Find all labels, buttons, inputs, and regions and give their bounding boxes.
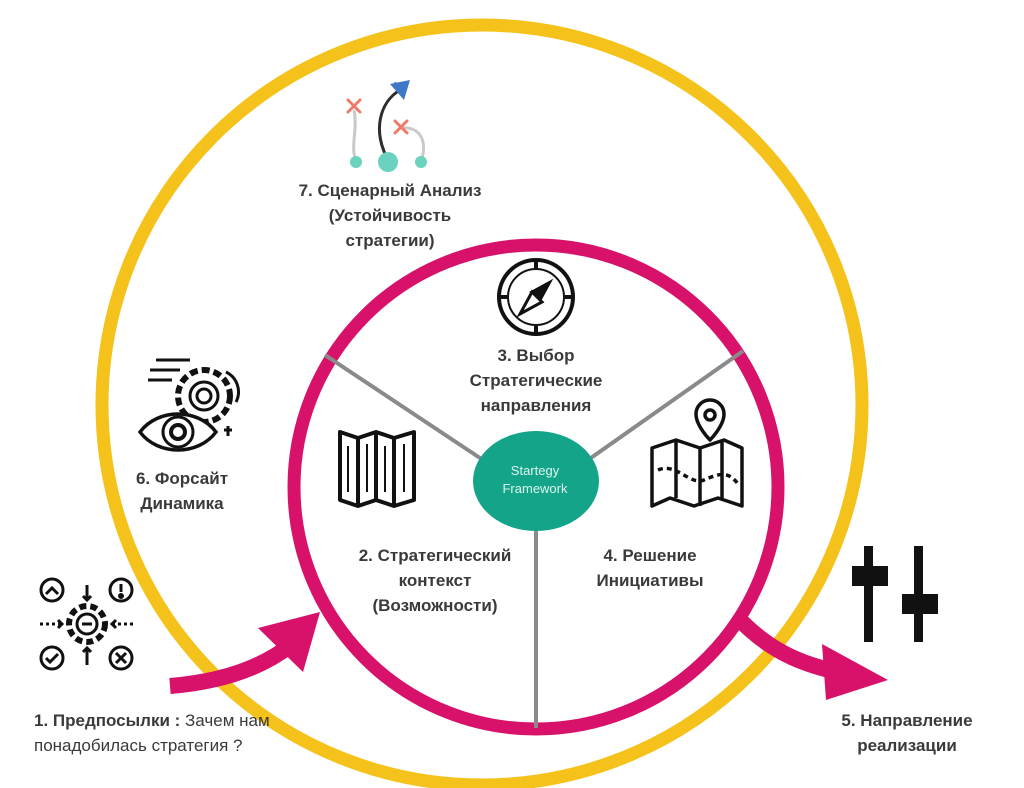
spokes [323, 349, 745, 728]
eye-with-gears-icon [137, 358, 240, 452]
center-label-line2: Framework [502, 481, 568, 496]
sliders-icon [852, 546, 938, 642]
step7-label: 7. Сценарный Анализ (Устойчивость страте… [298, 181, 482, 250]
scenario-paths-icon [346, 80, 427, 172]
step1-label: 1. Предпосылки : Зачем нам понадобилась … [34, 711, 270, 755]
gear-with-status-icons-icon [39, 577, 134, 671]
output-arrow [736, 616, 888, 700]
spoke-upper-right [586, 349, 745, 462]
center-ellipse [473, 431, 599, 531]
folded-map-icon [338, 430, 416, 508]
outer-ring [95, 18, 869, 788]
step5-label: 5. Направление реализации [841, 711, 973, 755]
step2-label: 2. Стратегический контекст (Возможности) [358, 546, 512, 615]
map-with-pin-icon [650, 398, 744, 508]
input-arrow [169, 612, 320, 694]
center-label: Startegy Framework [470, 462, 600, 498]
step4-label: 4. Решение Инициативы [596, 546, 704, 590]
spoke-upper-left [323, 353, 488, 464]
step3-label: 3. Выбор Стратегические направления [469, 346, 603, 415]
center-label-line1: Startegy [510, 463, 560, 478]
step6-label: 6. Форсайт Динамика [135, 469, 229, 513]
compass-icon [497, 258, 575, 336]
inner-ring [287, 238, 785, 736]
